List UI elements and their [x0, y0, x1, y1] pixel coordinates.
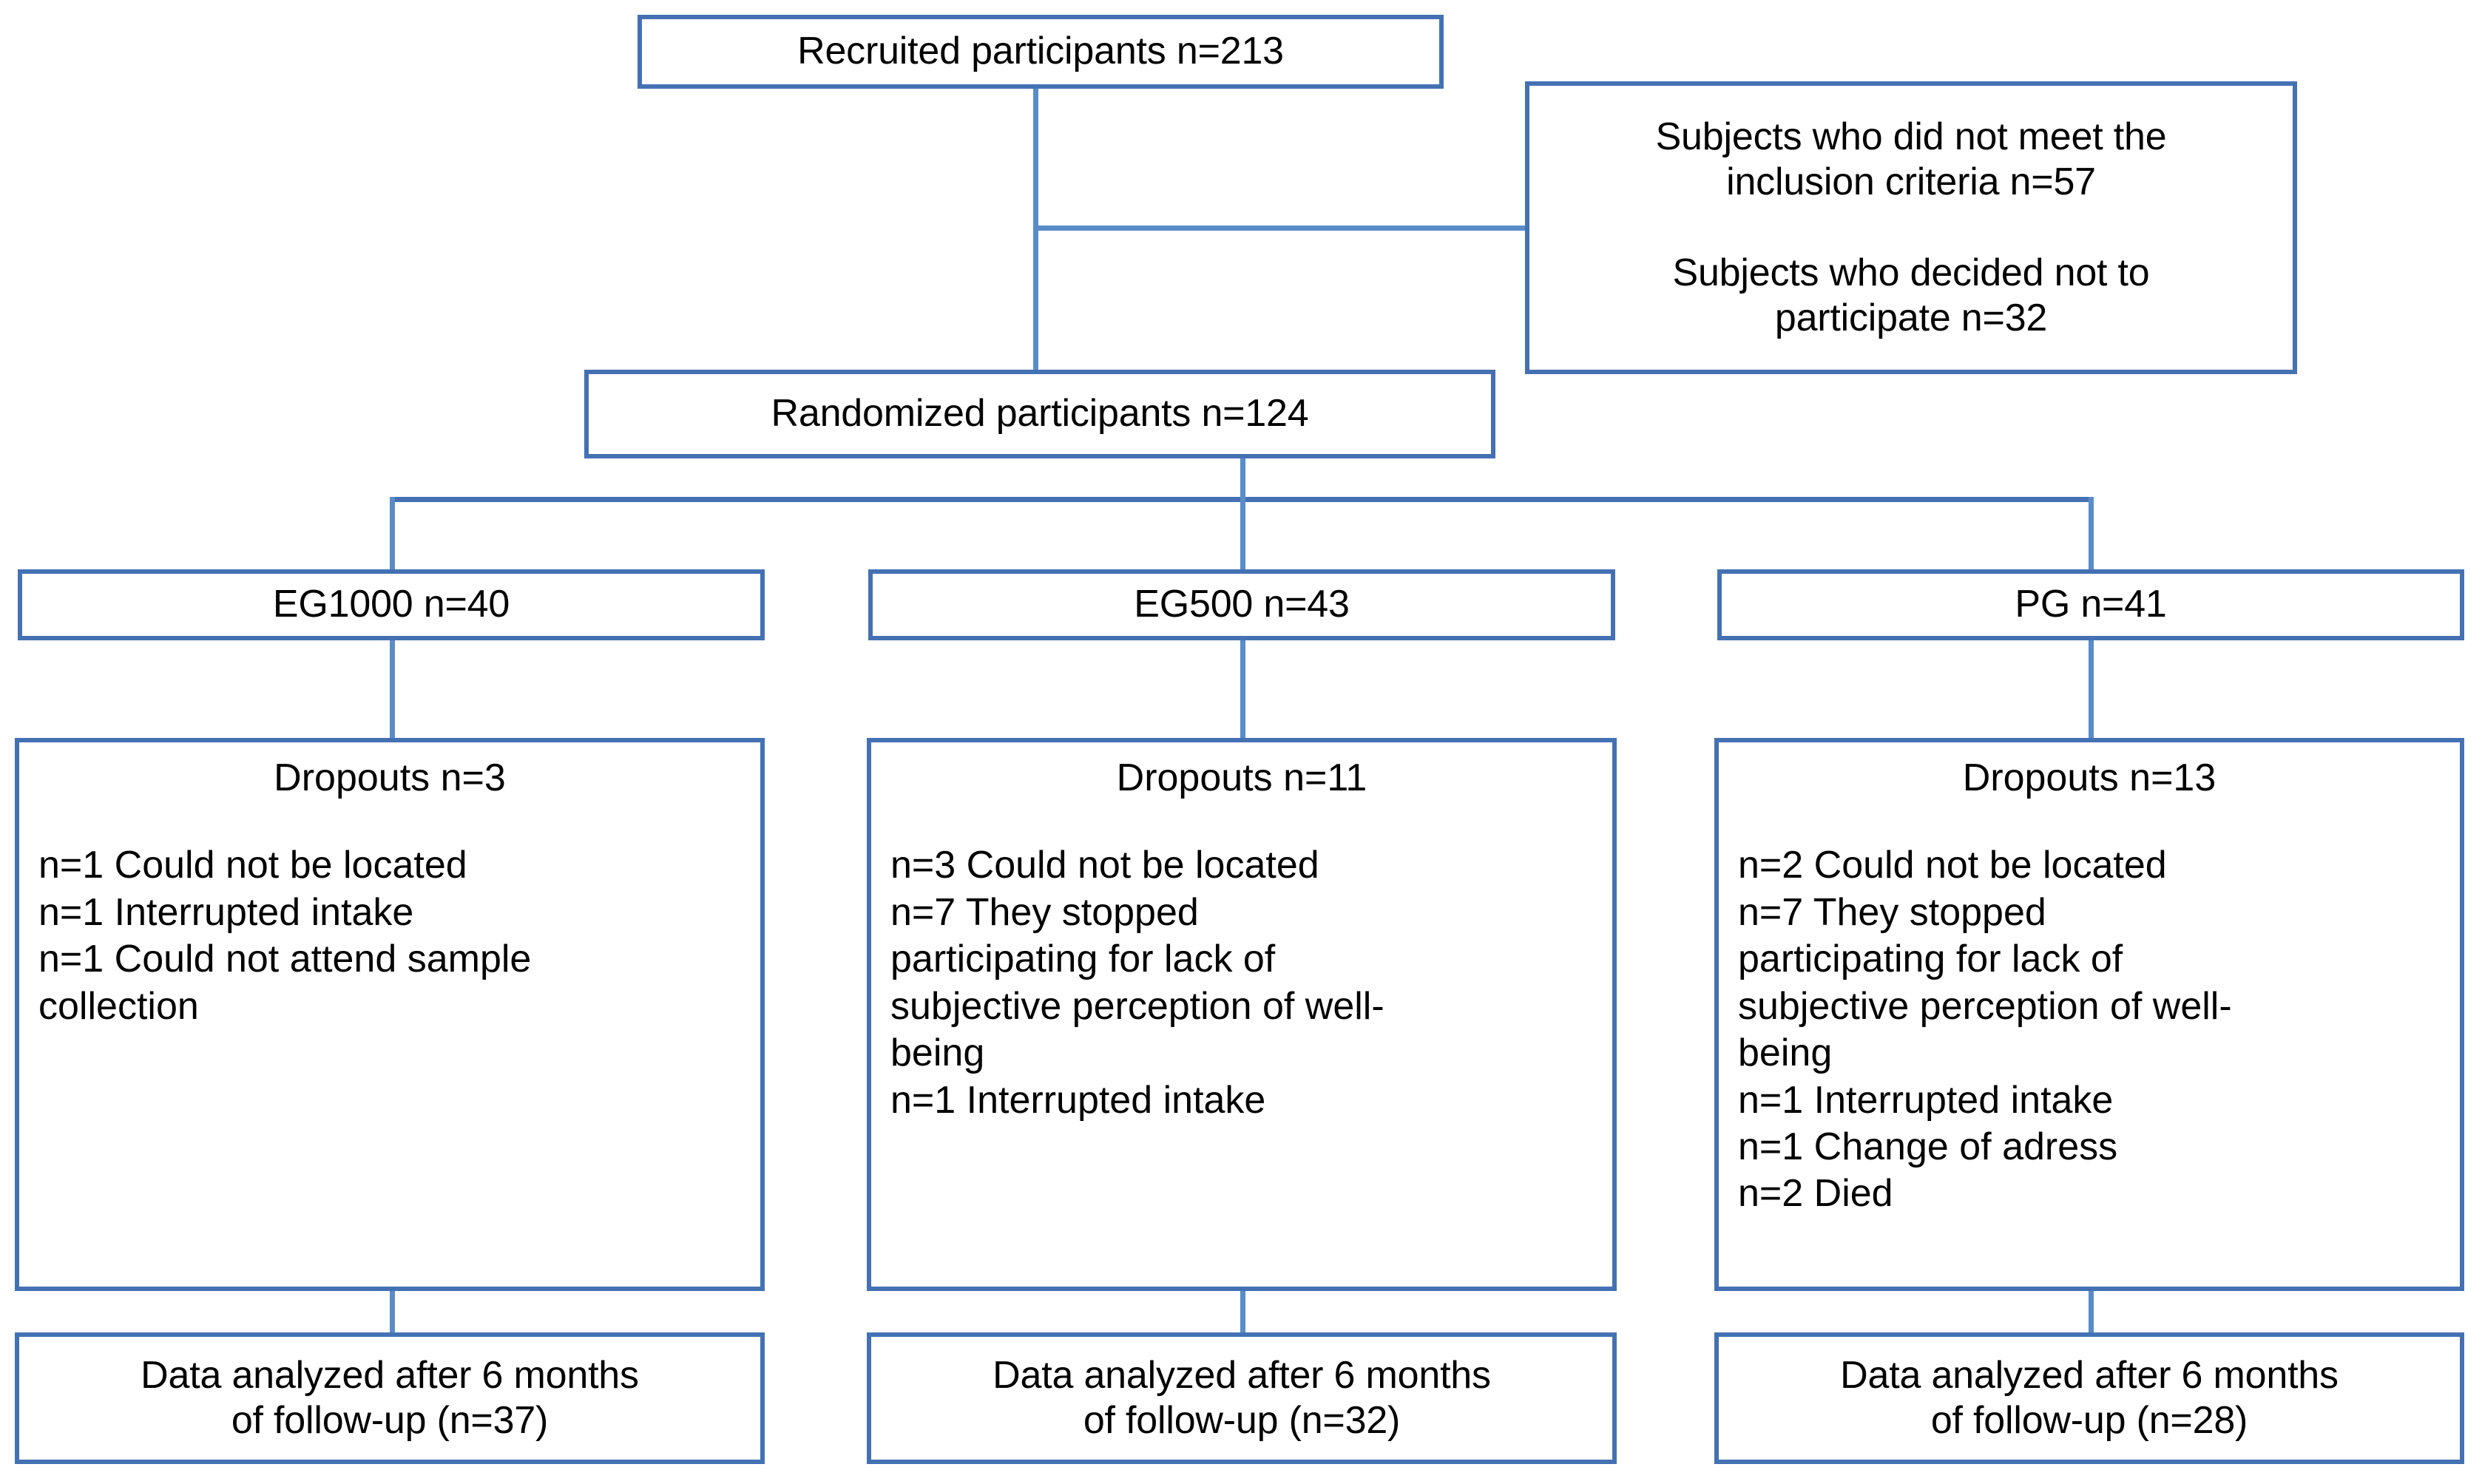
node-excluded-subjects[interactable]: Subjects who did not meet the inclusion …: [1525, 81, 2297, 374]
connector-recruited-down: [1033, 87, 1038, 383]
node-dropouts-eg500[interactable]: Dropouts n=11 n=3 Could not be located n…: [867, 738, 1617, 1291]
node-dropouts-pg[interactable]: Dropouts n=13 n=2 Could not be located n…: [1714, 738, 2464, 1291]
node-dropouts-eg500-reasons: n=3 Could not be located n=7 They stoppe…: [890, 844, 1384, 1122]
node-excluded-text: Subjects who did not meet the inclusion …: [1655, 115, 2167, 340]
node-recruited-label: Recruited participants n=213: [797, 30, 1284, 73]
node-analyzed-eg500[interactable]: Data analyzed after 6 months of follow-u…: [867, 1332, 1617, 1464]
node-group-eg1000-label: EG1000 n=40: [272, 583, 510, 626]
node-dropouts-eg1000-title: Dropouts n=3: [274, 756, 506, 799]
node-group-eg1000[interactable]: EG1000 n=40: [18, 569, 765, 640]
node-recruited-participants[interactable]: Recruited participants n=213: [638, 15, 1444, 89]
node-randomized-label: Randomized participants n=124: [771, 392, 1309, 436]
node-group-pg-label: PG n=41: [2015, 583, 2167, 626]
connector-drop-eg500: [1240, 497, 1245, 572]
connector-eg500-to-dropouts: [1240, 637, 1245, 739]
node-analyzed-pg-label: Data analyzed after 6 months of follow-u…: [1840, 1353, 2339, 1442]
node-analyzed-pg[interactable]: Data analyzed after 6 months of follow-u…: [1714, 1332, 2464, 1464]
connector-pg-to-dropouts: [2089, 637, 2094, 739]
node-dropouts-eg1000-reasons: n=1 Could not be located n=1 Interrupted…: [38, 844, 532, 1028]
node-analyzed-eg1000-label: Data analyzed after 6 months of follow-u…: [141, 1353, 639, 1442]
connector-drop-pg: [2089, 497, 2094, 572]
node-dropouts-eg500-title: Dropouts n=11: [1116, 756, 1367, 799]
connector-dropouts-to-analyzed-pg: [2089, 1290, 2094, 1336]
node-randomized-participants[interactable]: Randomized participants n=124: [584, 370, 1495, 458]
connector-dropouts-to-analyzed-eg500: [1240, 1290, 1245, 1336]
connector-recruited-to-excluded: [1033, 226, 1527, 231]
connector-drop-eg1000: [390, 497, 395, 572]
connector-eg1000-to-dropouts: [390, 637, 395, 739]
node-group-eg500-label: EG500 n=43: [1134, 583, 1350, 626]
node-dropouts-eg1000[interactable]: Dropouts n=3 n=1 Could not be located n=…: [15, 738, 765, 1291]
node-group-pg[interactable]: PG n=41: [1717, 569, 2464, 640]
connector-dropouts-to-analyzed-eg1000: [390, 1290, 395, 1336]
node-group-eg500[interactable]: EG500 n=43: [868, 569, 1615, 640]
node-analyzed-eg1000[interactable]: Data analyzed after 6 months of follow-u…: [15, 1332, 765, 1464]
node-dropouts-pg-reasons: n=2 Could not be located n=7 They stoppe…: [1738, 844, 2232, 1216]
node-dropouts-pg-title: Dropouts n=13: [1962, 756, 2216, 799]
node-analyzed-eg500-label: Data analyzed after 6 months of follow-u…: [993, 1353, 1491, 1442]
